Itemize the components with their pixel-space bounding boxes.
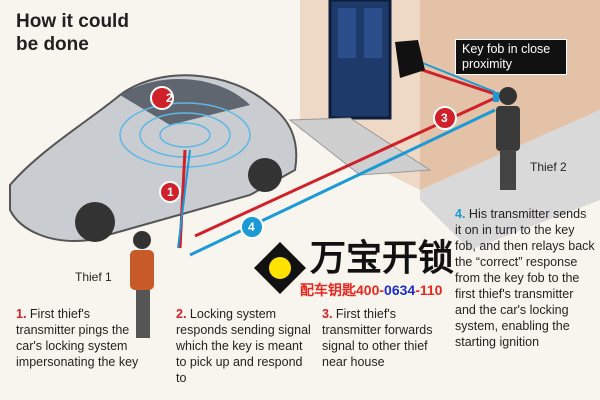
step-text: First thief's transmitter forwards signa… bbox=[322, 307, 433, 369]
watermark-prefix: 配车钥匙 bbox=[300, 282, 356, 298]
watermark-name: 万宝开锁 bbox=[310, 237, 455, 278]
step-3: 3. First thief's transmitter forwards si… bbox=[322, 306, 442, 370]
step-text: His transmitter sends it on in turn to t… bbox=[455, 207, 595, 349]
watermark-phone-b: 0634 bbox=[384, 282, 416, 298]
step-text: First thief's transmitter pings the car'… bbox=[16, 307, 139, 369]
arrow-2 bbox=[177, 149, 191, 249]
marker-4-label: 4 bbox=[248, 220, 255, 234]
step-text: Locking system responds sending signal w… bbox=[176, 307, 311, 385]
arrow-fob-red bbox=[409, 64, 499, 97]
car-windows bbox=[120, 78, 250, 125]
thief-2-figure bbox=[493, 87, 520, 190]
thief-1-figure bbox=[130, 231, 154, 338]
door-panel bbox=[338, 8, 356, 58]
door-panel bbox=[364, 8, 382, 58]
watermark-phone-a: 400- bbox=[356, 282, 385, 298]
step-2: 2. Locking system responds sending signa… bbox=[176, 306, 311, 386]
watermark-logo-emblem bbox=[269, 257, 291, 279]
watermark-phone-c: -110 bbox=[415, 282, 443, 298]
doorstep bbox=[288, 117, 432, 176]
car bbox=[9, 74, 298, 242]
thief-1-label: Thief 1 bbox=[75, 270, 112, 284]
marker-2 bbox=[150, 86, 174, 110]
key-fob-icon bbox=[395, 40, 425, 78]
marker-1 bbox=[159, 181, 181, 203]
car-rear-wheel bbox=[248, 158, 282, 192]
key-fob-callout: Key fob in close proximity bbox=[455, 39, 567, 75]
car-front-wheel bbox=[75, 202, 115, 242]
arrow-fob-blue bbox=[414, 59, 496, 93]
page-title: How it could be done bbox=[16, 11, 129, 55]
marker-3 bbox=[433, 106, 457, 130]
step-number: 4. bbox=[455, 207, 466, 221]
marker-1-label: 1 bbox=[167, 185, 174, 199]
marker-2-label: 2 bbox=[166, 91, 173, 105]
step-number: 3. bbox=[322, 307, 333, 321]
step-4: 4. His transmitter sends it on in turn t… bbox=[455, 206, 595, 350]
step-1: 1. First thief's transmitter pings the c… bbox=[16, 306, 151, 370]
watermark-phone: 配车钥匙400-0634-110 bbox=[300, 282, 442, 299]
marker-4 bbox=[240, 215, 264, 239]
marker-3-label: 3 bbox=[441, 111, 448, 125]
step-number: 2. bbox=[176, 307, 187, 321]
step-number: 1. bbox=[16, 307, 27, 321]
thief-2-label: Thief 2 bbox=[530, 160, 567, 174]
